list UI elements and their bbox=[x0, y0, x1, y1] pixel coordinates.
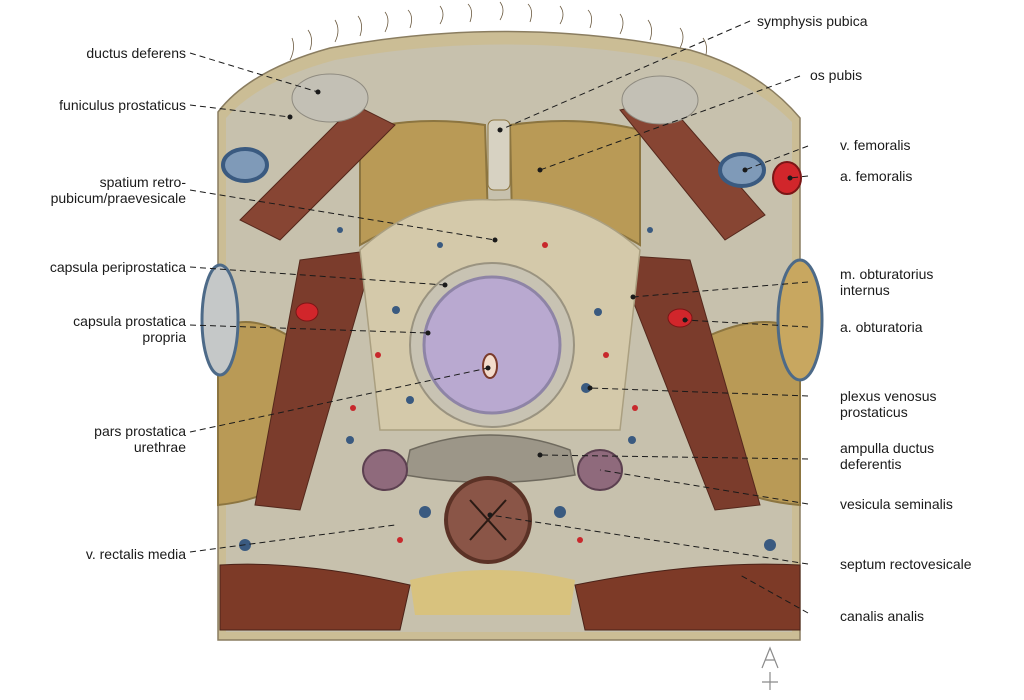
label-line: septum rectovesicale bbox=[840, 556, 972, 572]
gluteus-right bbox=[574, 563, 801, 631]
m-obturatorius-right bbox=[614, 254, 761, 511]
label-line: funiculus prostaticus bbox=[59, 97, 186, 113]
label-line: canalis analis bbox=[840, 608, 925, 624]
a-femoralis bbox=[772, 161, 802, 195]
label-v-rectalis-media: v. rectalis media bbox=[86, 546, 186, 562]
fat-pad bbox=[410, 570, 575, 615]
label-line: pars prostatica bbox=[94, 423, 186, 439]
label-line: internus bbox=[840, 282, 890, 298]
label-line: a. obturatoria bbox=[840, 319, 923, 335]
artist-monogram bbox=[761, 646, 779, 690]
label-line: urethrae bbox=[133, 439, 186, 455]
label-a-obturatoria: a. obturatoria bbox=[840, 319, 923, 335]
label-line: prostaticus bbox=[840, 404, 908, 420]
label-ductus-deferens: ductus deferens bbox=[86, 45, 186, 61]
label-line: spatium retro- bbox=[99, 174, 186, 190]
a-obturatoria-left bbox=[295, 302, 319, 322]
funiculus-left bbox=[291, 73, 369, 123]
label-capsula-periprostatica: capsula periprostatica bbox=[50, 259, 186, 275]
label-line: v. femoralis bbox=[840, 137, 911, 153]
label-capsula-prostatica-propria: capsula prostatica propria bbox=[73, 313, 186, 345]
label-v-femoralis: v. femoralis bbox=[840, 137, 911, 153]
v-femoralis bbox=[718, 152, 766, 188]
label-funiculus-prostaticus: funiculus prostaticus bbox=[59, 97, 186, 113]
pubic-hair bbox=[289, 1, 707, 61]
femoral-head-right bbox=[776, 258, 824, 382]
label-line: plexus venosus bbox=[840, 388, 937, 404]
label-spatium-retropubicum: spatium retro- pubicum/praevesicale bbox=[51, 174, 186, 206]
label-line: deferentis bbox=[840, 456, 902, 472]
label-symphysis-pubica: symphysis pubica bbox=[757, 13, 868, 29]
label-m-obturatorius-internus: m. obturatorius internus bbox=[840, 266, 933, 298]
leader-lines bbox=[189, 20, 809, 614]
rectal-lumen bbox=[469, 499, 507, 541]
label-line: capsula periprostatica bbox=[49, 259, 186, 275]
ampulla bbox=[404, 434, 576, 484]
label-line: ampulla ductus bbox=[840, 440, 935, 456]
label-line: m. obturatorius bbox=[840, 266, 934, 282]
m-obturatorius-left bbox=[254, 249, 376, 511]
label-line: ductus deferens bbox=[86, 45, 186, 61]
label-line: propria bbox=[142, 329, 186, 345]
gluteus-left bbox=[219, 563, 411, 631]
label-os-pubis: os pubis bbox=[810, 67, 862, 83]
v-femoralis-left bbox=[221, 147, 269, 183]
funiculus-right bbox=[621, 75, 699, 125]
vesicula-seminalis-left bbox=[362, 449, 408, 491]
femoral-head-left bbox=[200, 263, 240, 377]
label-line: a. femoralis bbox=[840, 168, 913, 184]
label-pars-prostatica-urethrae: pars prostatica urethrae bbox=[94, 423, 186, 455]
label-plexus-venosus-prostaticus: plexus venosus prostaticus bbox=[840, 388, 937, 420]
label-line: symphysis pubica bbox=[757, 13, 868, 29]
label-line: capsula prostatica bbox=[73, 313, 186, 329]
label-vesicula-seminalis: vesicula seminalis bbox=[840, 496, 953, 512]
label-canalis-analis: canalis analis bbox=[840, 608, 924, 624]
symphysis bbox=[487, 119, 511, 191]
muscle-upper-left bbox=[239, 104, 396, 241]
urethra bbox=[482, 353, 498, 379]
label-ampulla-ductus-deferentis: ampulla ductus deferentis bbox=[840, 440, 934, 472]
label-line: os pubis bbox=[810, 67, 863, 83]
label-line: v. rectalis media bbox=[85, 546, 186, 562]
leader-dots bbox=[287, 89, 793, 518]
label-a-femoralis: a. femoralis bbox=[840, 168, 912, 184]
label-septum-rectovesicale: septum rectovesicale bbox=[840, 556, 972, 572]
label-line: pubicum/praevesicale bbox=[50, 190, 186, 206]
venous-plexus bbox=[239, 227, 776, 551]
label-line: vesicula seminalis bbox=[840, 496, 953, 512]
a-obturatoria bbox=[667, 308, 693, 328]
capsula-prostatica-propria bbox=[422, 275, 562, 415]
